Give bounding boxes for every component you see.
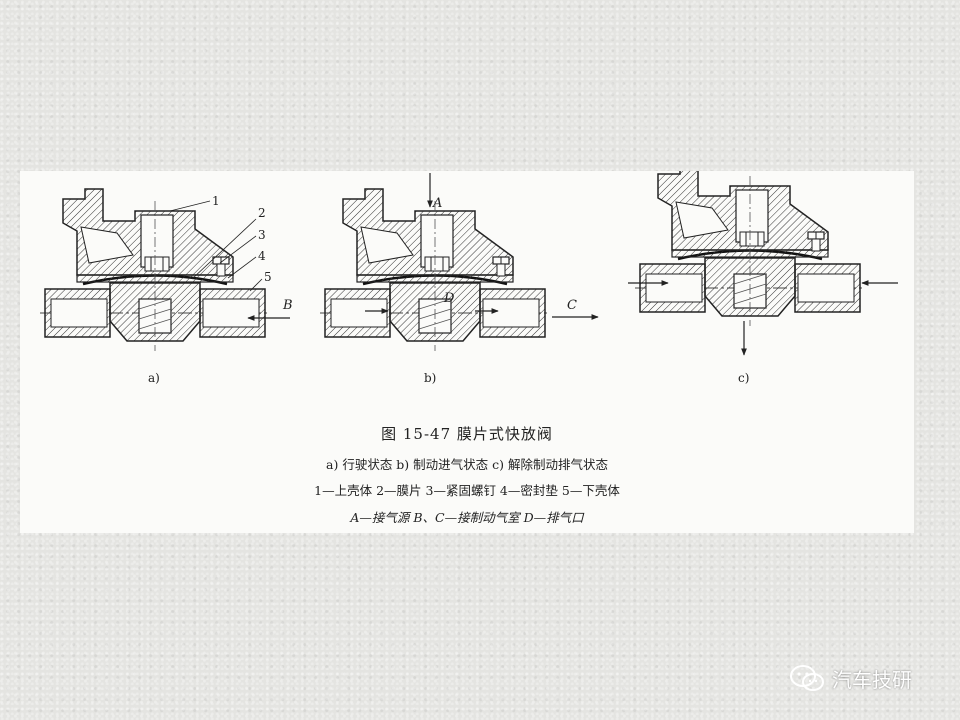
valve-b-intake: A D C b) [318,173,599,385]
label-port-d: D [443,291,455,306]
sublabel-a: a) [148,371,160,385]
figure-panel: 1 2 3 4 5 B a) A D C b) c) 图 [20,171,914,533]
watermark: 汽车技研 [788,663,912,693]
label-port-c: C [567,298,577,313]
sublabel-b: b) [424,371,436,385]
label-part-3: 3 [258,228,266,242]
label-port-a: A [432,196,442,211]
caption-parts: 1—上壳体 2—膜片 3—紧固螺钉 4—密封垫 5—下壳体 [314,483,620,498]
caption-title: 图 15-47 膜片式快放阀 [381,425,553,443]
valve-a-driving: 1 2 3 4 5 B a) [38,187,293,385]
label-port-b: B [282,298,293,313]
valve-diagram: 1 2 3 4 5 B a) A D C b) c) [38,171,898,385]
caption-ports: A—接气源 B、C—接制动气室 D—排气口 [350,510,584,525]
watermark-text: 汽车技研 [832,667,912,692]
wechat-icon [790,665,824,691]
label-part-4: 4 [258,249,266,263]
label-part-2: 2 [258,206,266,220]
label-part-5: 5 [264,270,272,284]
label-part-1: 1 [212,194,220,208]
valve-c-exhaust: c) [628,171,898,385]
caption-states: a) 行驶状态 b) 制动进气状态 c) 解除制动排气状态 [326,457,608,472]
sublabel-c: c) [738,371,749,385]
